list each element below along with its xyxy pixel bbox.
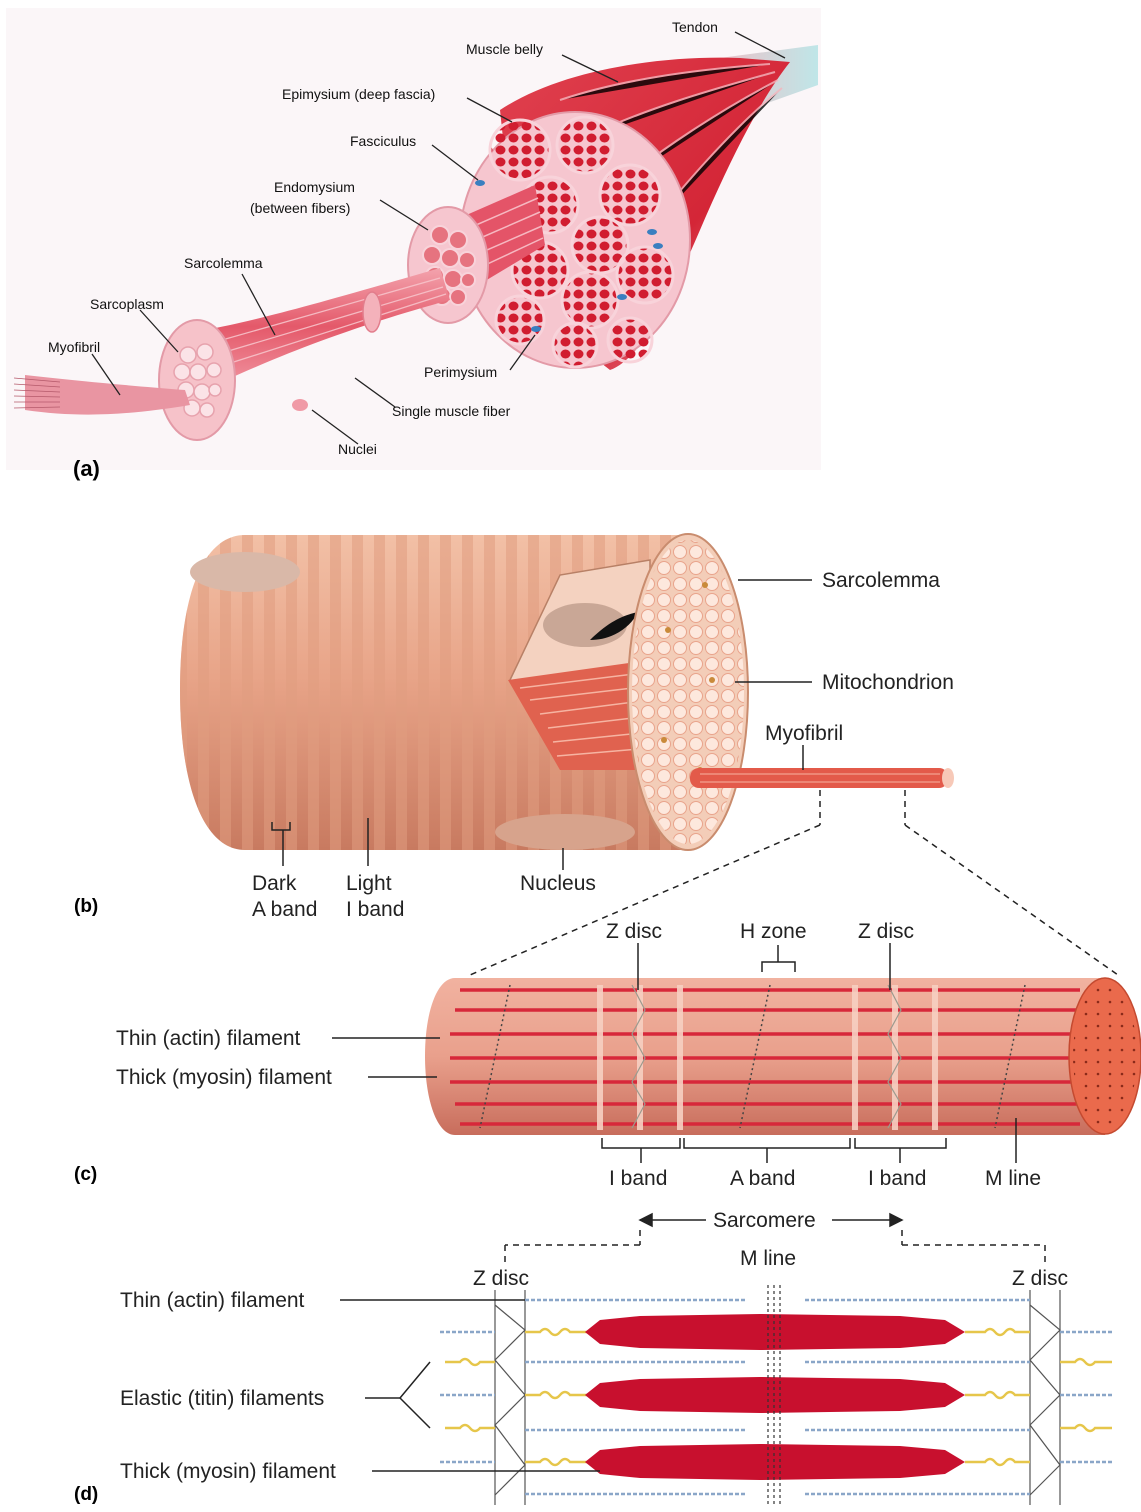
label-fasciculus: Fasciculus bbox=[350, 133, 416, 149]
label-sarcolemma-a: Sarcolemma bbox=[184, 255, 263, 271]
label-endomysium: Endomysium bbox=[274, 179, 355, 195]
label-myofibril-b: Myofibril bbox=[765, 722, 843, 745]
label-z-disc-c-right: Z disc bbox=[858, 920, 914, 943]
label-m-line-d: M line bbox=[740, 1247, 796, 1270]
label-m-line-c: M line bbox=[985, 1167, 1041, 1190]
nucleus-top bbox=[190, 552, 300, 592]
label-thick-filament-c: Thick (myosin) filament bbox=[116, 1066, 332, 1089]
label-sarcoplasm: Sarcoplasm bbox=[90, 296, 164, 312]
label-z-disc-c-left: Z disc bbox=[606, 920, 662, 943]
label-h-zone: H zone bbox=[740, 920, 807, 943]
label-myofibril-a: Myofibril bbox=[48, 339, 100, 355]
label-dark: Dark bbox=[252, 872, 297, 895]
panel-b-tag: (b) bbox=[74, 896, 98, 917]
label-i-band-c-right: I band bbox=[868, 1167, 926, 1190]
label-perimysium: Perimysium bbox=[424, 364, 497, 380]
label-sarcolemma-b: Sarcolemma bbox=[822, 569, 940, 592]
label-epimysium: Epimysium (deep fascia) bbox=[282, 86, 435, 102]
label-thin-filament-c: Thin (actin) filament bbox=[116, 1027, 301, 1050]
myofibril-end-dots bbox=[1073, 984, 1137, 1128]
panel-d: M line Z disc Z disc Thin (actin) filame… bbox=[74, 1247, 1112, 1505]
panel-d-leaders bbox=[340, 1300, 600, 1471]
myofibril-cross-sections bbox=[632, 540, 744, 844]
label-elastic-filaments: Elastic (titin) filaments bbox=[120, 1387, 324, 1410]
single-myofibril bbox=[690, 768, 948, 788]
label-a-band-b: A band bbox=[252, 898, 317, 921]
label-i-band-c-left: I band bbox=[609, 1167, 667, 1190]
panel-c: Z disc H zone Z disc Thin (actin) filame… bbox=[74, 920, 1141, 1262]
panel-b: Sarcolemma Mitochondrion Myofibril Nucle… bbox=[74, 534, 1118, 975]
label-single-fiber: Single muscle fiber bbox=[392, 403, 511, 419]
label-i-band-b: I band bbox=[346, 898, 404, 921]
label-nucleus: Nucleus bbox=[520, 872, 596, 895]
panel-a: Tendon Muscle belly Epimysium (deep fasc… bbox=[6, 8, 821, 481]
myosin-filaments-d bbox=[585, 1314, 965, 1480]
panel-d-tag: (d) bbox=[74, 1484, 98, 1505]
label-a-band-c: A band bbox=[730, 1167, 795, 1190]
nucleus-bottom bbox=[495, 814, 635, 850]
label-tendon: Tendon bbox=[672, 19, 718, 35]
label-z-disc-d-right: Z disc bbox=[1012, 1267, 1068, 1290]
panel-a-tag: (a) bbox=[73, 456, 100, 481]
label-thin-filament-d: Thin (actin) filament bbox=[120, 1289, 305, 1312]
label-thick-filament-d: Thick (myosin) filament bbox=[120, 1460, 336, 1483]
label-endomysium-sub: (between fibers) bbox=[250, 200, 350, 216]
label-muscle-belly: Muscle belly bbox=[466, 41, 543, 57]
nucleus-bump bbox=[292, 399, 308, 411]
label-sarcomere: Sarcomere bbox=[713, 1209, 816, 1232]
panel-c-tag: (c) bbox=[74, 1164, 97, 1185]
label-nuclei: Nuclei bbox=[338, 441, 377, 457]
label-light: Light bbox=[346, 872, 392, 895]
fiber-cut-band bbox=[363, 292, 381, 332]
single-myofibril-end bbox=[942, 768, 954, 788]
label-mitochondrion: Mitochondrion bbox=[822, 671, 954, 694]
label-z-disc-d-left: Z disc bbox=[473, 1267, 529, 1290]
